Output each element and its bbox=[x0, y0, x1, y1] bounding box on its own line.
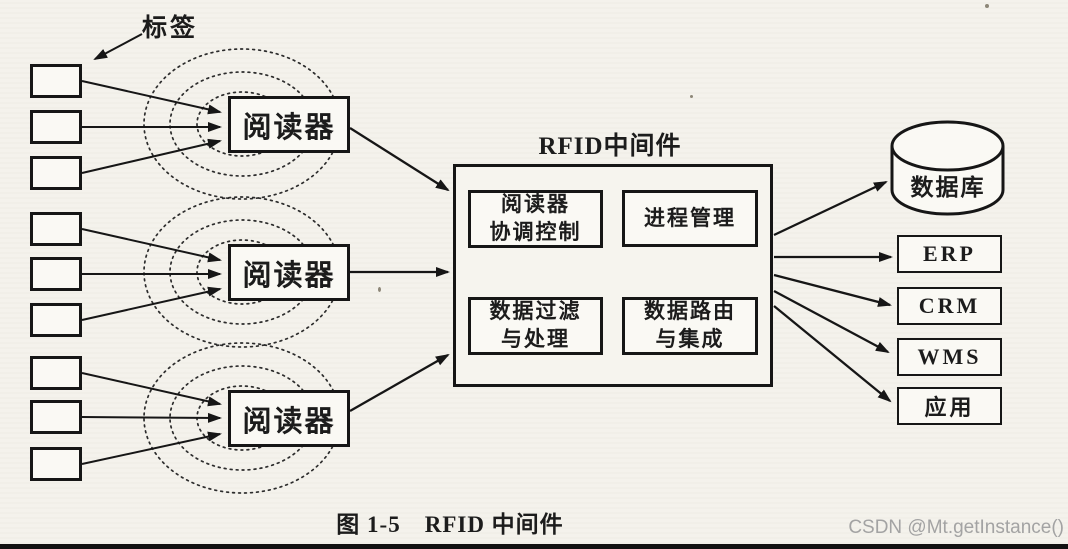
figure-caption: 图 1-5 RFID 中间件 bbox=[336, 512, 564, 537]
tag-box bbox=[30, 400, 82, 434]
module-process-management: 进程管理 bbox=[622, 190, 758, 247]
middleware-title: RFID中间件 bbox=[538, 133, 682, 160]
tag-box bbox=[30, 303, 82, 337]
app-label: 应用 bbox=[924, 395, 975, 420]
module-reader-coordination: 阅读器 协调控制 bbox=[468, 190, 603, 248]
scan-speck bbox=[690, 95, 693, 98]
reader-label: 阅读器 bbox=[242, 259, 336, 292]
module-data-routing: 数据路由 与集成 bbox=[622, 297, 758, 355]
module-label-line: 数据路由 bbox=[644, 299, 736, 324]
tag-box bbox=[30, 356, 82, 390]
tag-to-reader-arrows bbox=[81, 80, 222, 465]
tags-pointer-arrow bbox=[93, 33, 143, 60]
tag-box bbox=[30, 110, 82, 144]
module-data-filtering: 数据过滤 与处理 bbox=[468, 297, 603, 355]
module-label-line: 阅读器 bbox=[501, 192, 570, 217]
tags-label: 标签 bbox=[142, 15, 199, 42]
database-label: 数据库 bbox=[910, 175, 986, 200]
reader-box-3: 阅读器 bbox=[228, 390, 350, 447]
database-icon bbox=[890, 120, 1005, 216]
reader-box-1: 阅读器 bbox=[228, 96, 350, 153]
wms-label: WMS bbox=[917, 344, 982, 369]
module-label-line: 与处理 bbox=[501, 327, 570, 351]
module-label-line: 数据过滤 bbox=[489, 299, 582, 324]
reader-label: 阅读器 bbox=[242, 405, 336, 438]
tag-box bbox=[30, 64, 82, 98]
csdn-watermark: CSDN @Mt.getInstance() bbox=[848, 517, 1064, 538]
tag-box bbox=[30, 257, 82, 291]
module-label-line: 进程管理 bbox=[644, 205, 736, 230]
app-box: 应用 bbox=[897, 387, 1002, 425]
reader-to-middleware-arrows bbox=[349, 127, 450, 412]
crm-label: CRM bbox=[918, 293, 981, 318]
module-label-line: 与集成 bbox=[655, 327, 725, 351]
tag-box bbox=[30, 212, 82, 246]
middleware-to-target-arrows bbox=[773, 180, 893, 403]
tag-box bbox=[30, 447, 82, 481]
page-edge-line bbox=[0, 544, 1068, 549]
scan-speck bbox=[378, 287, 381, 292]
wms-box: WMS bbox=[897, 338, 1002, 376]
module-label-line: 协调控制 bbox=[489, 220, 582, 244]
scan-speck bbox=[985, 4, 989, 8]
crm-box: CRM bbox=[897, 287, 1002, 325]
reader-box-2: 阅读器 bbox=[228, 244, 350, 301]
tag-box bbox=[30, 156, 82, 190]
reader-label: 阅读器 bbox=[242, 111, 336, 144]
erp-box: ERP bbox=[897, 235, 1002, 273]
erp-label: ERP bbox=[923, 241, 976, 266]
